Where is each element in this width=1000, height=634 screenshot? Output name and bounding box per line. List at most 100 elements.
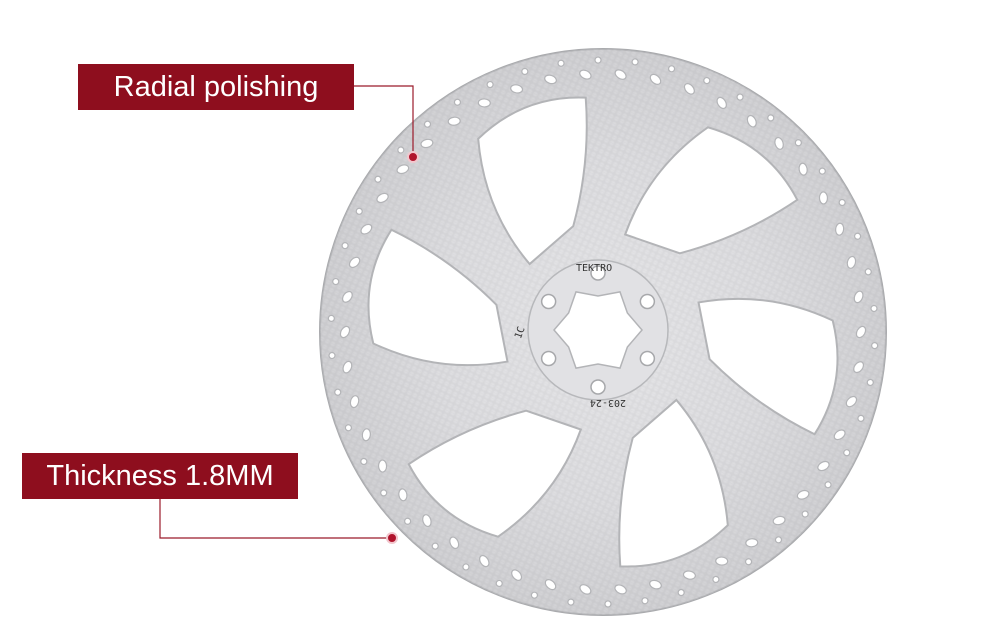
rotor-spoke-window bbox=[697, 297, 839, 436]
rotor-spoke-window bbox=[407, 409, 583, 538]
vent-hole bbox=[530, 591, 539, 599]
vent-hole bbox=[328, 351, 336, 360]
callout-leaders bbox=[159, 85, 414, 539]
vent-hole bbox=[477, 98, 491, 108]
rotor-spoke-window bbox=[477, 96, 588, 266]
vent-hole bbox=[544, 74, 557, 85]
vent-hole bbox=[871, 341, 879, 350]
vent-hole bbox=[579, 69, 592, 80]
vent-hole bbox=[479, 554, 490, 568]
vent-hole bbox=[631, 58, 639, 66]
rotor-cutouts bbox=[367, 96, 839, 568]
vent-hole bbox=[511, 569, 523, 581]
vent-hole bbox=[341, 242, 349, 250]
thickness-leader-line bbox=[159, 499, 392, 539]
thickness-label: Thickness 1.8MM bbox=[22, 453, 298, 499]
vent-hole bbox=[355, 207, 363, 215]
vent-hole bbox=[703, 76, 711, 85]
vent-hole bbox=[361, 428, 371, 442]
vent-hole bbox=[544, 579, 557, 591]
vent-hole bbox=[360, 457, 368, 466]
vent-hole bbox=[398, 488, 408, 502]
vent-hole bbox=[746, 114, 757, 128]
radial-leader-line bbox=[354, 85, 414, 156]
vent-hole bbox=[495, 579, 503, 588]
vent-hole bbox=[715, 556, 729, 566]
vent-hole bbox=[716, 96, 727, 110]
vent-hole bbox=[344, 424, 353, 432]
vent-hole bbox=[857, 414, 865, 422]
vent-hole bbox=[846, 255, 857, 269]
vent-hole bbox=[380, 489, 388, 497]
vent-hole bbox=[677, 588, 685, 597]
bolt-hole bbox=[590, 379, 606, 395]
vent-hole bbox=[801, 510, 809, 518]
vent-hole bbox=[348, 256, 361, 269]
vent-hole bbox=[798, 162, 808, 176]
vent-hole bbox=[420, 138, 434, 149]
brand-imprint: TEKTRO bbox=[576, 263, 612, 274]
bolt-hole bbox=[639, 350, 656, 367]
vent-hole bbox=[818, 167, 826, 175]
vent-hole bbox=[641, 597, 649, 605]
vent-hole bbox=[360, 223, 373, 235]
vent-hole bbox=[334, 388, 342, 396]
callout-markers bbox=[386, 151, 419, 544]
vent-hole bbox=[772, 515, 786, 526]
rotor-spoke-window bbox=[367, 228, 509, 367]
vent-hole bbox=[332, 277, 340, 286]
rotor-spoke-window bbox=[618, 398, 729, 568]
vent-hole bbox=[774, 536, 783, 544]
vent-hole bbox=[377, 459, 388, 473]
vent-hole bbox=[567, 598, 575, 606]
vent-hole bbox=[327, 314, 335, 323]
vent-hole bbox=[397, 146, 405, 154]
vent-hole bbox=[855, 325, 867, 339]
vent-hole bbox=[774, 136, 784, 150]
vent-hole bbox=[341, 290, 353, 303]
vent-hole bbox=[744, 558, 753, 566]
vent-hole bbox=[853, 361, 865, 374]
rotor-hub bbox=[527, 259, 669, 401]
vent-hole bbox=[604, 600, 612, 608]
thickness-marker-dot bbox=[386, 532, 398, 544]
vent-hole bbox=[349, 395, 360, 409]
bolt-hole bbox=[540, 350, 557, 367]
rotor-vent-holes bbox=[327, 56, 879, 608]
radial-polishing-label: Radial polishing bbox=[78, 64, 354, 110]
vent-hole bbox=[767, 114, 775, 122]
vent-hole bbox=[853, 232, 862, 240]
vent-hole bbox=[835, 222, 845, 236]
vent-hole bbox=[579, 584, 592, 595]
vent-hole bbox=[423, 120, 432, 128]
vent-hole bbox=[453, 98, 462, 106]
bolt-hole bbox=[639, 293, 656, 310]
vent-hole bbox=[486, 80, 494, 89]
vent-hole bbox=[462, 563, 470, 571]
vent-hole bbox=[736, 93, 744, 101]
bolt-hole bbox=[540, 293, 557, 310]
vent-hole bbox=[557, 59, 565, 67]
vent-hole bbox=[818, 191, 829, 205]
vent-hole bbox=[817, 460, 830, 472]
vent-hole bbox=[614, 584, 627, 595]
vent-hole bbox=[339, 325, 351, 339]
vent-hole bbox=[521, 67, 529, 76]
vent-hole bbox=[843, 449, 851, 457]
vent-hole bbox=[864, 268, 872, 276]
vent-hole bbox=[682, 570, 696, 580]
vent-hole bbox=[824, 481, 832, 489]
vent-hole bbox=[376, 192, 389, 204]
vent-hole bbox=[404, 517, 412, 525]
vent-hole bbox=[866, 378, 874, 387]
vent-hole bbox=[449, 536, 460, 550]
vent-hole bbox=[396, 164, 410, 175]
vent-hole bbox=[422, 514, 432, 528]
vent-hole bbox=[447, 116, 461, 126]
vent-hole bbox=[614, 69, 627, 80]
vent-hole bbox=[649, 73, 662, 85]
radial-marker-dot bbox=[407, 151, 419, 163]
vent-hole bbox=[845, 395, 858, 408]
